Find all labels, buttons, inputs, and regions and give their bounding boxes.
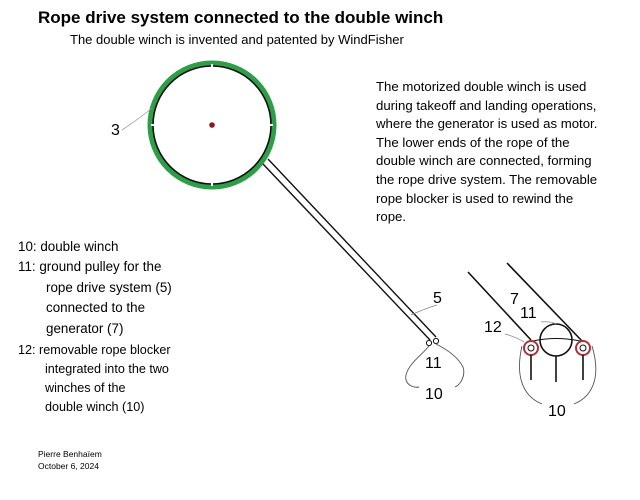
label-leader <box>121 107 153 131</box>
legend-line: 11: ground pulley for the <box>18 259 162 275</box>
label-winch: 10 <box>425 386 443 403</box>
ground-pulley-small <box>425 337 440 347</box>
author-block: Pierre Benhaïem October 6, 2024 <box>38 448 102 472</box>
rope-line <box>267 158 437 338</box>
legend-line: 12: removable rope blocker <box>18 343 171 358</box>
label-drum: 3 <box>111 122 120 139</box>
double-winch-detail <box>467 262 597 405</box>
generator-pulley <box>539 323 573 357</box>
drum-hub-dot <box>209 122 215 128</box>
label-blocker-side: 12 <box>484 319 502 336</box>
label-rope: 5 <box>433 290 442 307</box>
rope-5 <box>262 158 437 341</box>
label-winch-side: 10 <box>548 403 566 420</box>
author-date: October 6, 2024 <box>38 461 99 471</box>
label-generator-side: 7 <box>510 291 519 308</box>
page-subtitle: The double winch is invented and patente… <box>70 32 404 47</box>
winch-outline-large <box>519 345 597 405</box>
legend-item-rope-blocker: 12: removable rope blocker integrated in… <box>18 341 172 417</box>
rope-line <box>506 262 584 343</box>
legend-line: integrated into the two <box>45 362 169 377</box>
rope-line <box>262 163 431 341</box>
rope-connection <box>532 338 581 342</box>
description-text: The motorized double winch is used durin… <box>376 79 598 225</box>
legend-item-ground-pulley: 11: ground pulley for the rope drive sys… <box>18 257 172 339</box>
rope-line <box>467 271 532 341</box>
pulley-wheel <box>425 339 433 347</box>
label-leader <box>504 333 525 343</box>
winch-outline-small <box>405 343 465 388</box>
legend-line: winches of the <box>45 381 126 396</box>
legend-line: generator (7) <box>46 320 124 336</box>
pulley-wheel <box>432 337 440 345</box>
winch-hub <box>527 344 535 352</box>
drum-3 <box>147 60 277 190</box>
author-name: Pierre Benhaïem <box>38 449 102 459</box>
legend-line: connected to the <box>46 300 146 316</box>
label-pulley: 11 <box>425 355 442 372</box>
legend-line: 10: double winch <box>18 239 119 254</box>
winch-hub <box>579 344 587 352</box>
legend-line: double winch (10) <box>45 400 145 415</box>
label-leader <box>540 321 557 325</box>
page-title: Rope drive system connected to the doubl… <box>38 8 444 27</box>
label-pulley-side: 11 <box>520 305 537 322</box>
legend-line: rope drive system (5) <box>46 279 172 295</box>
legend-item-double-winch: 10: double winch <box>18 237 172 257</box>
legend: 10: double winch 11: ground pulley for t… <box>18 237 172 417</box>
drum-outer-ring <box>147 60 277 190</box>
label-leader <box>410 304 438 316</box>
